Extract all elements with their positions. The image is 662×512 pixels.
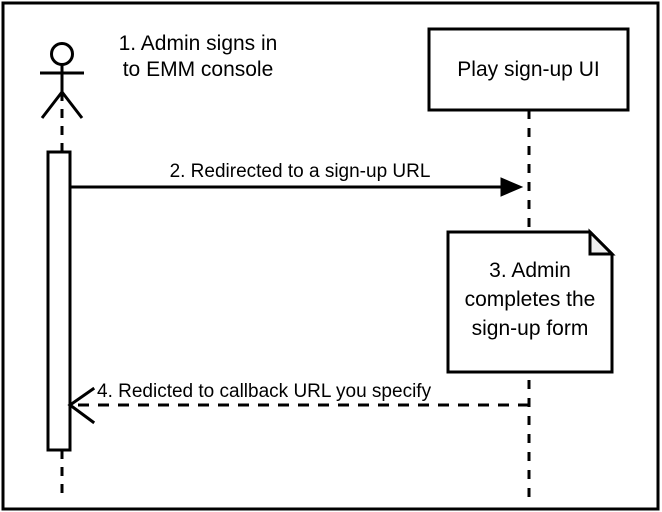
message-4-label: 4. Redicted to callback URL you specify (97, 381, 432, 402)
note-3-line-1: 3. Admin (489, 259, 571, 282)
note-3-shape (446, 228, 616, 374)
stick-figure-actor-icon (40, 42, 84, 119)
actor-caption-line-1: 1. Admin signs in (118, 32, 278, 55)
actor-activation-bar (46, 150, 72, 452)
message-2-arrow (70, 177, 524, 197)
note-3-line-2: completes the (464, 288, 596, 311)
actor-caption-line-2: to EMM console (122, 58, 274, 81)
participant-box-play-sign-up-ui[interactable] (427, 27, 630, 112)
message-4-arrow (67, 386, 529, 425)
message-2-label: 2. Redirected to a sign-up URL (169, 161, 431, 182)
participant-label-play-sign-up-ui: Play sign-up UI (457, 58, 600, 81)
note-3-line-3: sign-up form (471, 317, 589, 340)
